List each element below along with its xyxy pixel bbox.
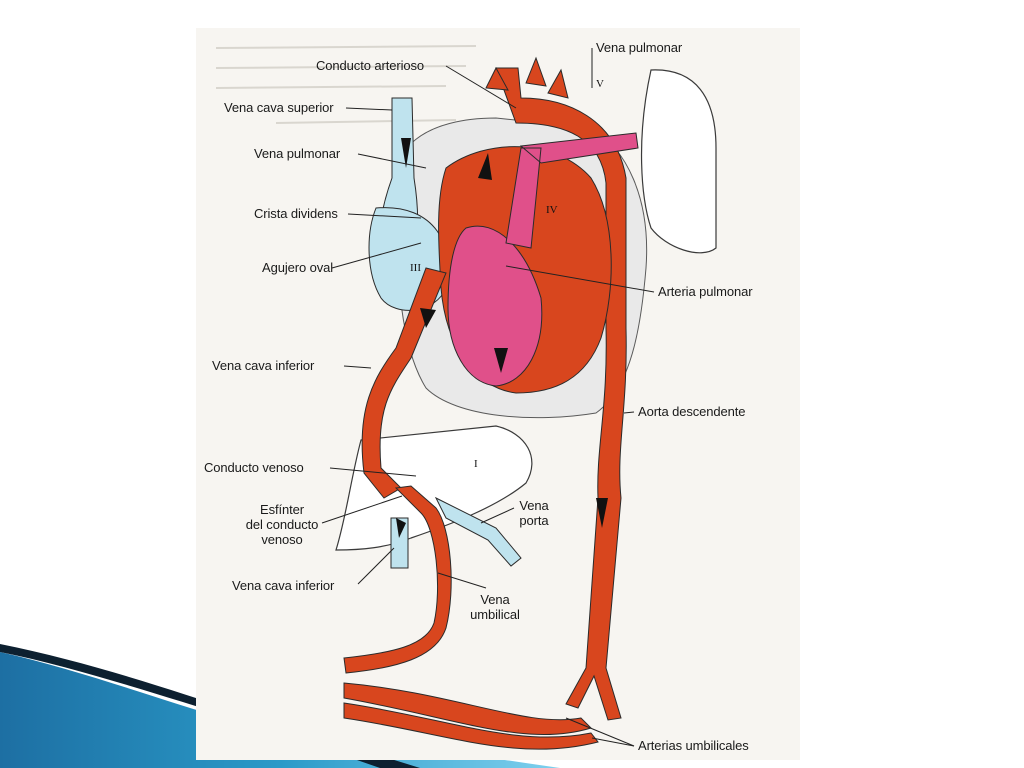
region-marker-iv: IV [546,204,558,216]
aortic-arch-branches [485,56,569,99]
label-esfinter: Esfínter del conducto venoso [245,502,319,547]
label-vena-umbilical: Vena umbilical [470,592,520,622]
label-conducto-venoso: Conducto venoso [204,460,304,475]
region-marker-iii: III [410,262,421,274]
label-vena-pulmonar-left: Vena pulmonar [254,146,341,161]
label-arteria-pulmonar: Arteria pulmonar [658,284,753,299]
label-conducto-arterioso: Conducto arterioso [316,58,425,73]
fetal-circulation-diagram: Vena pulmonar Conducto arterioso Vena ca… [196,28,800,760]
label-arterias-umbilicales: Arterias umbilicales [638,738,749,753]
label-agujero-oval: Agujero oval [262,260,334,275]
label-vena-pulmonar-top: Vena pulmonar [596,40,683,55]
faint-background-text [215,45,477,124]
pulmonary-artery [505,132,639,249]
label-vena-porta: Vena porta [519,498,549,528]
region-marker-i: I [474,458,478,470]
diagram-artwork [215,45,717,750]
label-vena-cava-inferior-upper: Vena cava inferior [212,358,315,373]
label-aorta-descendente: Aorta descendente [638,404,746,419]
label-crista-dividens: Crista dividens [254,206,338,221]
portal-vein [434,496,522,567]
flow-arrows [396,138,608,538]
region-marker-v: V [596,78,604,90]
label-vena-cava-superior: Vena cava superior [224,100,334,115]
label-vena-cava-inferior-lower: Vena cava inferior [232,578,335,593]
ductus-venosus [343,485,452,674]
lung-outline [640,69,717,254]
